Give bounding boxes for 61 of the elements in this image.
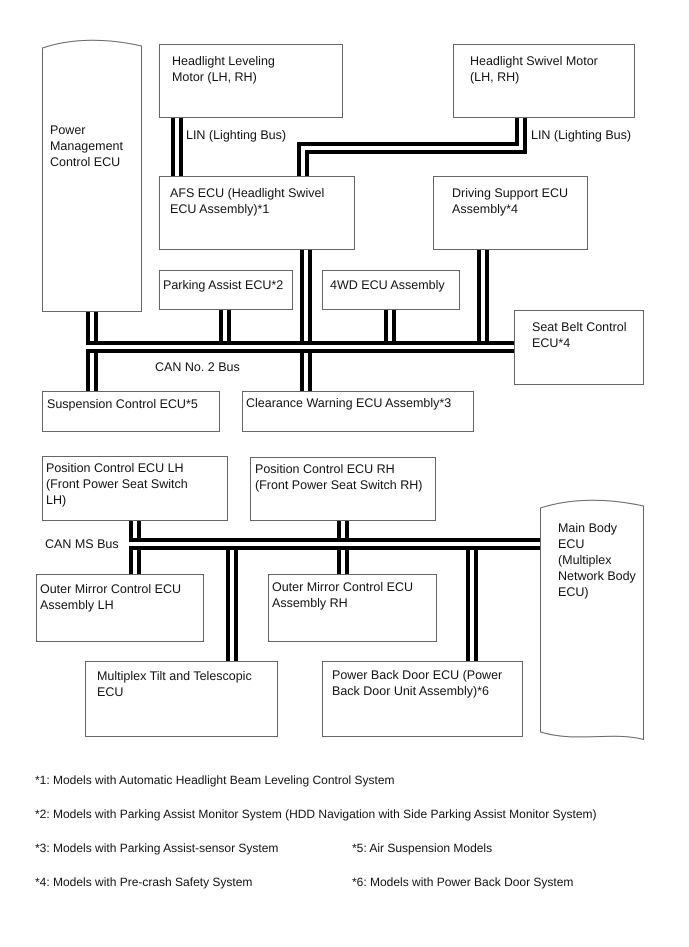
ecu-label: Clearance Warning ECU Assembly*3 <box>246 395 452 411</box>
bus-line <box>297 118 527 176</box>
ecu-label: 4WD ECU Assembly <box>330 277 446 293</box>
ecu-label: Suspension Control ECU*5 <box>47 396 199 412</box>
bus-line <box>477 250 489 341</box>
bus-label: LIN (Lighting Bus) <box>531 127 632 143</box>
footnote: *4: Models with Pre-crash Safety System <box>35 874 252 890</box>
footnote: *1: Models with Automatic Headlight Beam Leveling Control System <box>35 772 395 788</box>
bus-label: LIN (Lighting Bus) <box>186 127 286 143</box>
ecu-box <box>514 310 644 385</box>
ecu-box <box>242 391 474 432</box>
ecu-label: Power Management Control ECU <box>50 122 124 170</box>
bus-line <box>524 538 540 550</box>
bus-line <box>226 550 238 661</box>
ecu-label: Outer Mirror Control ECU Assembly LH <box>40 581 182 613</box>
footnote: *5: Air Suspension Models <box>352 840 492 856</box>
ecu-box <box>250 457 436 521</box>
ecu-box <box>159 176 355 250</box>
ecu-label: Power Back Door ECU (Power Back Door Unit Assembly)*6 <box>332 667 504 699</box>
bus-line <box>86 353 98 391</box>
bus-line <box>498 341 514 353</box>
ecu-label: AFS ECU (Headlight Swivel ECU Assembly)*1 <box>170 185 326 217</box>
ecu-box <box>433 176 588 250</box>
ecu-box <box>42 456 228 521</box>
ecu-box <box>268 574 437 642</box>
ecu-box <box>159 270 293 310</box>
bus-line <box>466 550 478 661</box>
ecu-box <box>159 44 343 118</box>
ecu-label: Position Control ECU LH (Front Power Seat Switch LH) <box>46 460 189 508</box>
ecu-label: Parking Assist ECU*2 <box>163 277 284 293</box>
bus-line <box>384 310 396 341</box>
bus-line <box>337 550 349 574</box>
bus-line <box>129 521 141 538</box>
ecu-label: Headlight Leveling Motor (LH, RH) <box>172 53 276 85</box>
ecu-label: Outer Mirror Control ECU Assembly RH <box>272 579 414 611</box>
ecu-box <box>36 574 204 642</box>
bus-line <box>300 353 312 391</box>
footnote: *2: Models with Parking Assist Monitor System (HDD Navigation with Side Parking Assist Monitor System) <box>35 806 597 822</box>
bus-line <box>86 312 98 341</box>
ecu-label: Driving Support ECU Assembly*4 <box>452 185 570 217</box>
ecu-label: Multiplex Tilt and Telescopic ECU <box>97 668 253 700</box>
bus-line <box>337 521 349 538</box>
bus-line <box>300 250 312 341</box>
ecu-box <box>322 270 460 310</box>
bus-bar <box>129 538 524 550</box>
ecu-box <box>540 500 644 740</box>
bus-line <box>219 310 231 341</box>
ecu-label: Seat Belt Control ECU*4 <box>532 319 628 351</box>
ecu-box <box>322 661 523 737</box>
bus-line <box>129 550 141 574</box>
bus-bar <box>86 341 498 353</box>
ecu-label: Position Control ECU RH (Front Power Seat Switch RH) <box>255 461 424 493</box>
ecu-box <box>42 40 142 312</box>
bus-line <box>171 118 183 176</box>
ecu-box <box>85 661 278 737</box>
footnote: *6: Models with Power Back Door System <box>352 874 574 890</box>
footnote: *3: Models with Parking Assist-sensor System <box>35 840 278 856</box>
ecu-label: Headlight Swivel Motor (LH, RH) <box>470 53 599 85</box>
ecu-box <box>453 44 635 118</box>
ecu-label: Main Body ECU (Multiplex Network Body ECU) <box>558 520 637 600</box>
ecu-box <box>42 391 220 432</box>
